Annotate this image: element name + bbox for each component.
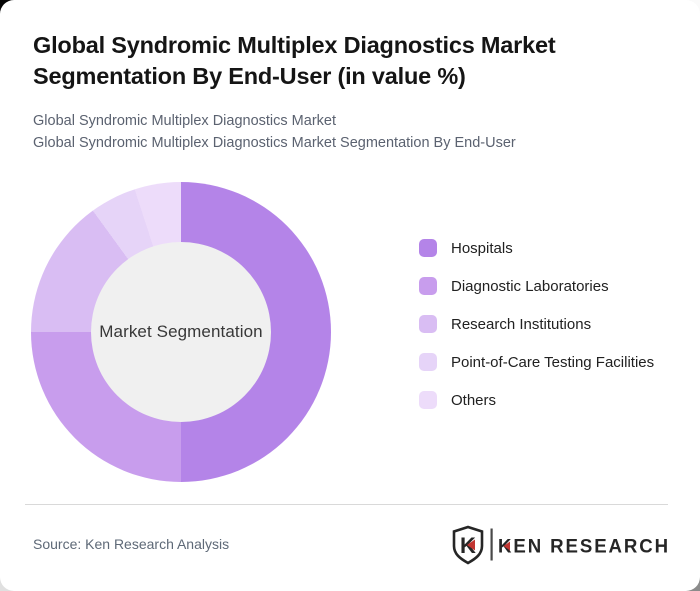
legend-swatch-icon: [419, 315, 437, 333]
legend-label: Research Institutions: [451, 315, 592, 333]
ken-research-logo: K KEN RESEARCH: [452, 525, 670, 565]
legend-label: Others: [451, 391, 497, 409]
legend-swatch-icon: [419, 277, 437, 295]
legend-item-hospitals: Hospitals: [419, 239, 654, 257]
legend-item-point-of-care: Point-of-Care Testing Facilities: [419, 353, 654, 371]
donut-hole: Market Segmentation: [91, 242, 271, 422]
logo-wordmark-red-triangle-icon: [503, 541, 510, 551]
chart-legend: Hospitals Diagnostic Laboratories Resear…: [419, 239, 654, 429]
logo-separator: [490, 528, 493, 561]
legend-swatch-icon: [419, 353, 437, 371]
legend-swatch-icon: [419, 239, 437, 257]
legend-label: Diagnostic Laboratories: [451, 277, 609, 295]
footer-divider: [25, 504, 668, 505]
legend-label: Hospitals: [451, 239, 513, 257]
logo-wordmark: KEN RESEARCH: [498, 536, 670, 558]
legend-swatch-icon: [419, 391, 437, 409]
logo-badge-red-triangle-icon: [467, 539, 475, 551]
legend-item-others: Others: [419, 391, 654, 409]
donut-center-label: Market Segmentation: [99, 322, 263, 341]
chart-subtitle-segmentation: Global Syndromic Multiplex Diagnostics M…: [33, 135, 516, 151]
legend-item-research-institutions: Research Institutions: [419, 315, 654, 333]
chart-title: Global Syndromic Multiplex Diagnostics M…: [33, 32, 556, 89]
legend-label: Point-of-Care Testing Facilities: [451, 353, 655, 371]
chart-subtitle-market: Global Syndromic Multiplex Diagnostics M…: [33, 113, 336, 129]
legend-item-diagnostic-laboratories: Diagnostic Laboratories: [419, 277, 654, 295]
logo-shield-icon: K: [452, 525, 484, 565]
source-attribution: Source: Ken Research Analysis: [33, 536, 230, 552]
donut-chart: Market Segmentation: [31, 182, 331, 482]
